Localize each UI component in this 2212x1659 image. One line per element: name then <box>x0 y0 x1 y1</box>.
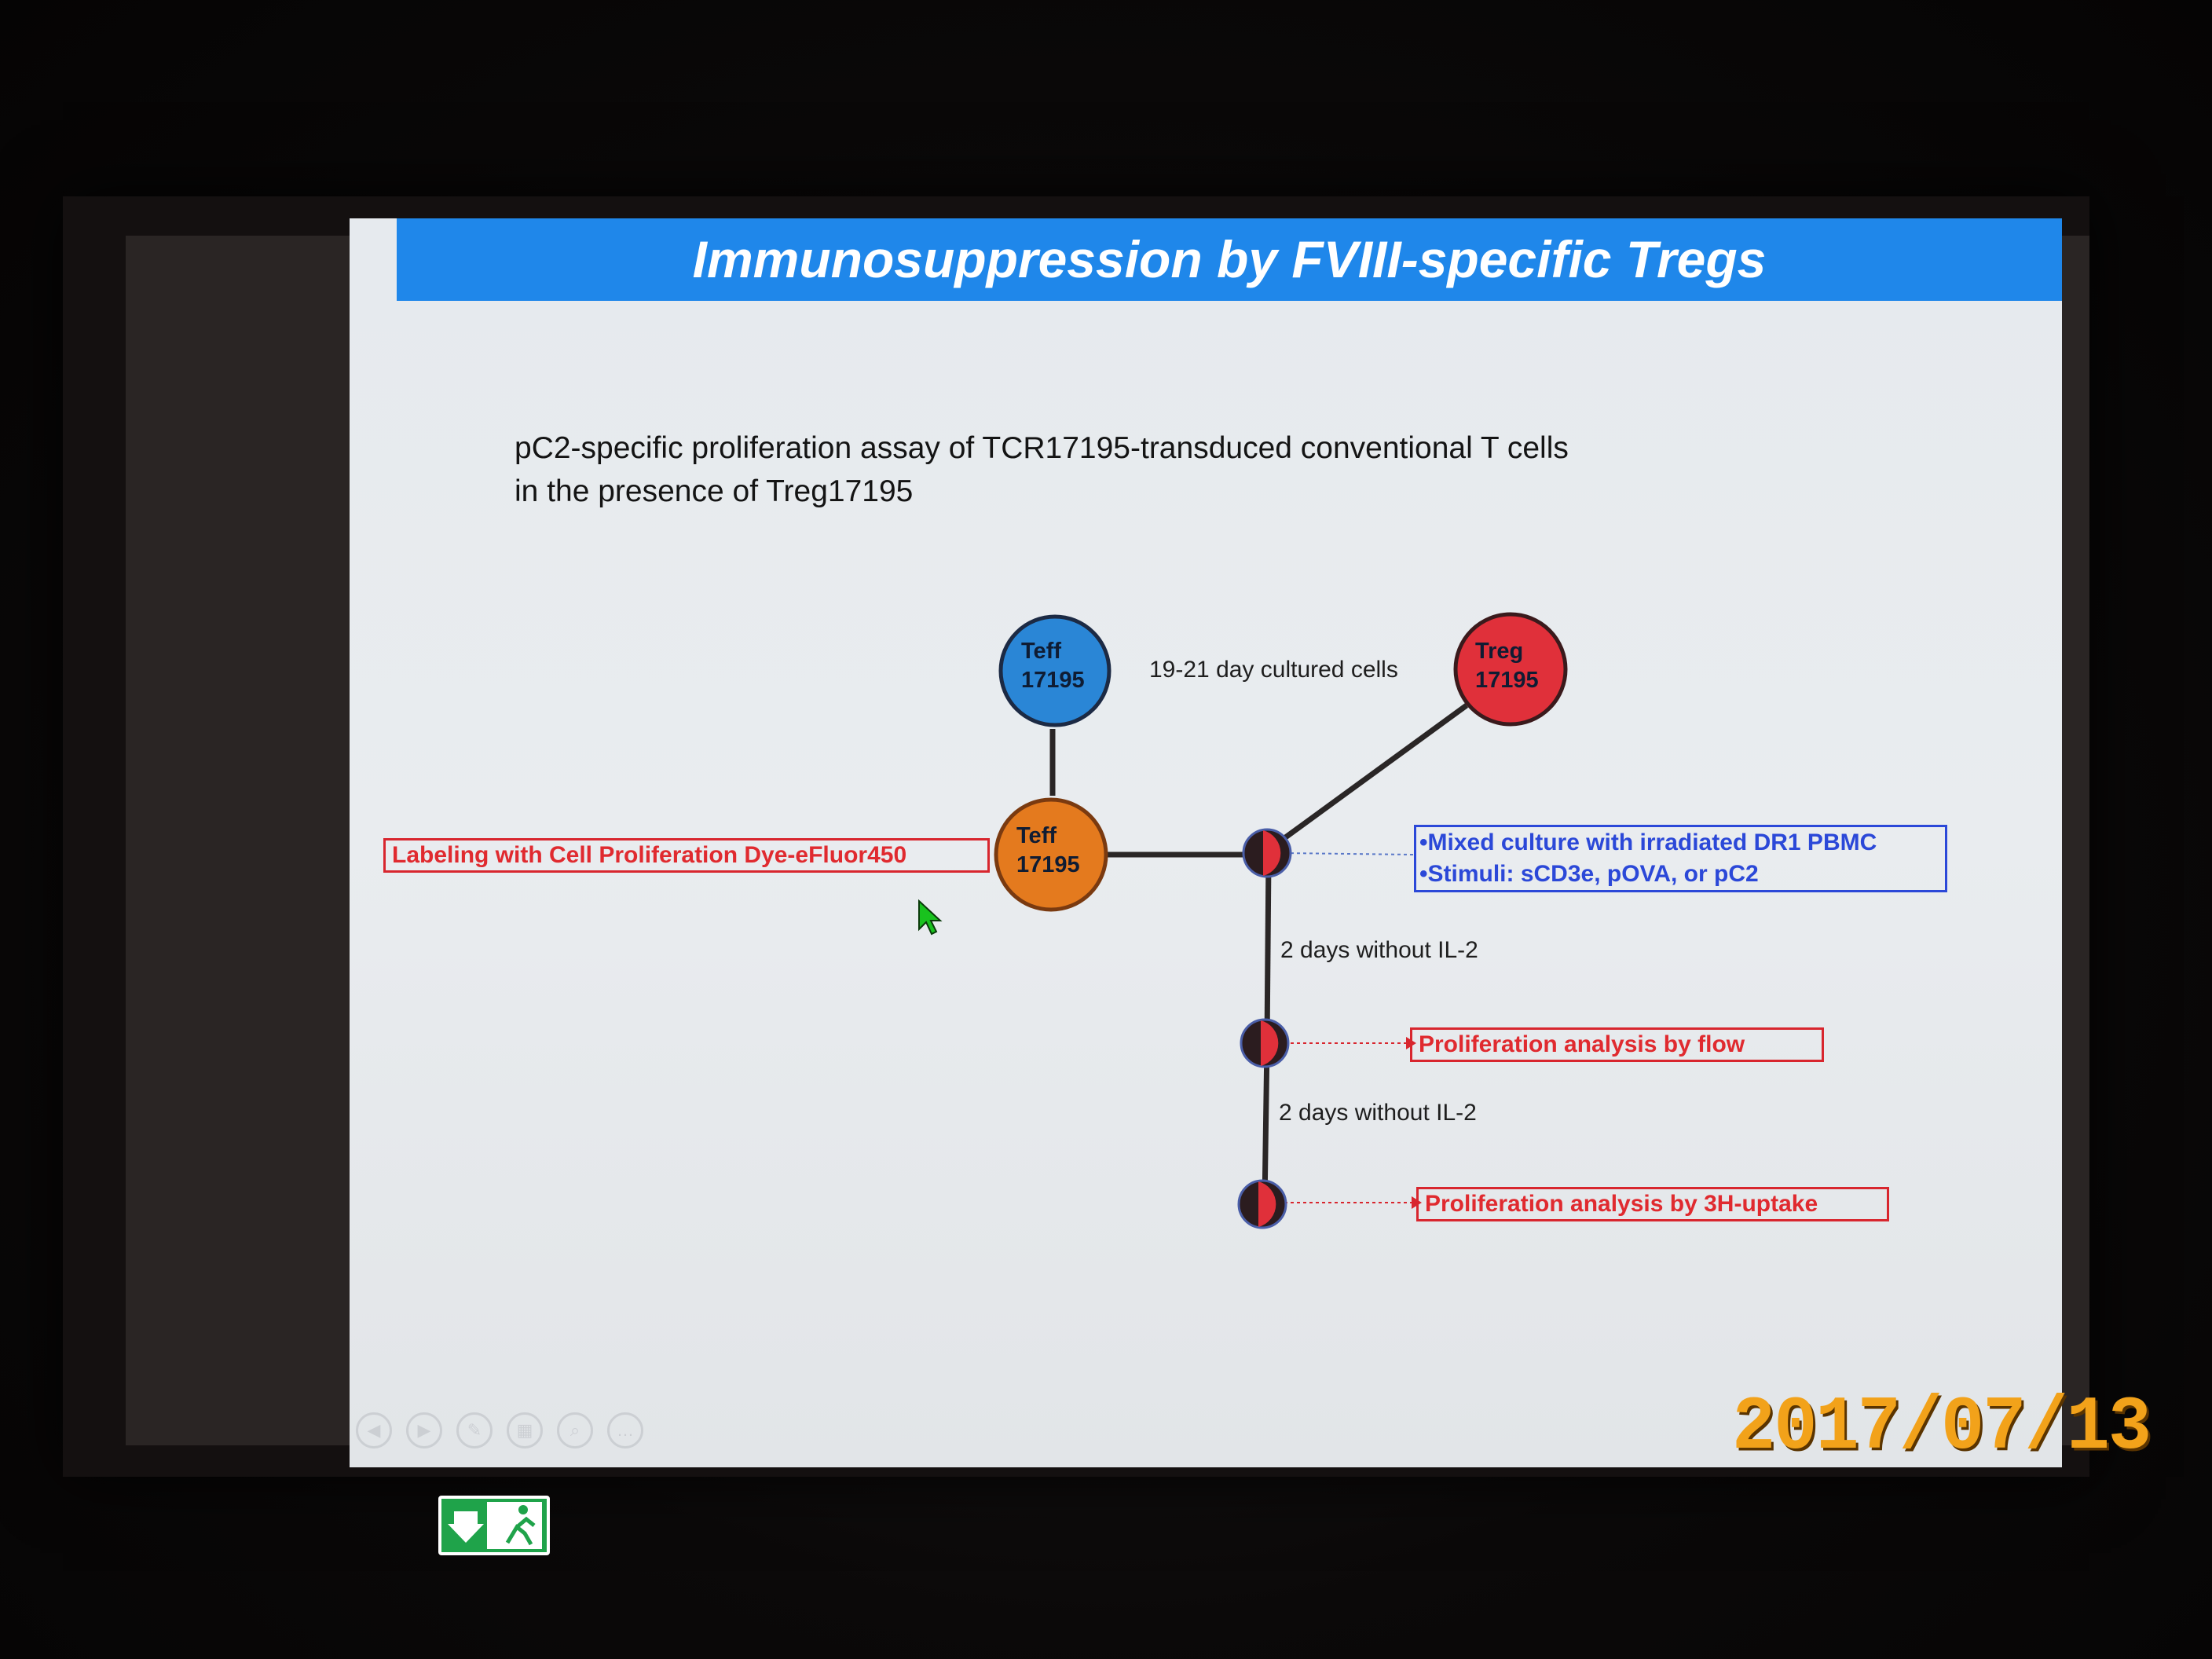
teff-top-label: Teff 17195 <box>1021 637 1085 695</box>
mixed-culture-node-1 <box>1242 828 1292 878</box>
culture-line-1: •Mixed culture with irradiated DR1 PBMC <box>1419 830 1877 855</box>
pen-icon[interactable]: ✎ <box>456 1412 493 1448</box>
flow-analysis-box: Proliferation analysis by flow <box>1410 1027 1824 1062</box>
treg-line2: 17195 <box>1475 668 1539 693</box>
uptake-analysis-box: Proliferation analysis by 3H-uptake <box>1416 1187 1889 1221</box>
teff-orange-label: Teff 17195 <box>1016 822 1080 880</box>
mouse-cursor-icon <box>918 899 943 936</box>
slide-title-bar: Immunosuppression by FVIII-specific Treg… <box>397 218 2062 301</box>
treg-label: Treg 17195 <box>1475 637 1539 695</box>
mixed-culture-node-3 <box>1237 1179 1287 1229</box>
workflow-diagram <box>994 612 1568 1229</box>
teff-orange-circle <box>994 797 1108 912</box>
days-label-1: 2 days without IL-2 <box>1280 937 1478 963</box>
zoom-icon[interactable]: ⌕ <box>557 1412 593 1448</box>
exit-sign <box>438 1496 550 1555</box>
connector-mix-to-flow <box>1264 858 1272 1044</box>
next-icon[interactable]: ▶ <box>406 1412 442 1448</box>
presentation-slide: Immunosuppression by FVIII-specific Treg… <box>350 218 2062 1467</box>
teff-top-line2: 17195 <box>1021 668 1085 693</box>
slideshow-nav-controls[interactable]: ◀ ▶ ✎ ▦ ⌕ … <box>356 1412 643 1452</box>
previous-icon[interactable]: ◀ <box>356 1412 392 1448</box>
slides-grid-icon[interactable]: ▦ <box>507 1412 543 1448</box>
teff-orange-line1: Teff <box>1016 823 1057 848</box>
labeling-box: Labeling with Cell Proliferation Dye-eFl… <box>383 838 990 873</box>
connector-treg-to-mix <box>1270 703 1469 849</box>
subtitle-line-2: in the presence of Treg17195 <box>515 474 914 508</box>
subtitle-line-1: pC2-specific proliferation assay of TCR1… <box>515 431 1569 465</box>
culture-conditions-box: •Mixed culture with irradiated DR1 PBMC … <box>1414 825 1947 892</box>
more-options-icon[interactable]: … <box>607 1412 643 1448</box>
treg-circle <box>1453 612 1568 727</box>
cultured-cells-label: 19-21 day cultured cells <box>1149 657 1398 683</box>
dotted-link-culture <box>1284 852 1415 855</box>
teff-top-line1: Teff <box>1021 639 1062 664</box>
mixed-culture-node-2 <box>1240 1018 1290 1068</box>
treg-line1: Treg <box>1475 639 1524 664</box>
teff-top-circle <box>998 614 1111 727</box>
emergency-exit-icon <box>441 1499 547 1552</box>
slide-subtitle: pC2-specific proliferation assay of TCR1… <box>515 427 1569 513</box>
connector-flow-to-uptake <box>1262 1042 1270 1205</box>
teff-orange-line2: 17195 <box>1016 852 1080 877</box>
culture-line-2: •Stimuli: sCD3e, pOVA, or pC2 <box>1419 861 1759 887</box>
camera-date-stamp: 2017/07/13 <box>1732 1384 2152 1471</box>
days-label-2: 2 days without IL-2 <box>1279 1100 1477 1126</box>
slide-title: Immunosuppression by FVIII-specific Treg… <box>692 230 1767 288</box>
